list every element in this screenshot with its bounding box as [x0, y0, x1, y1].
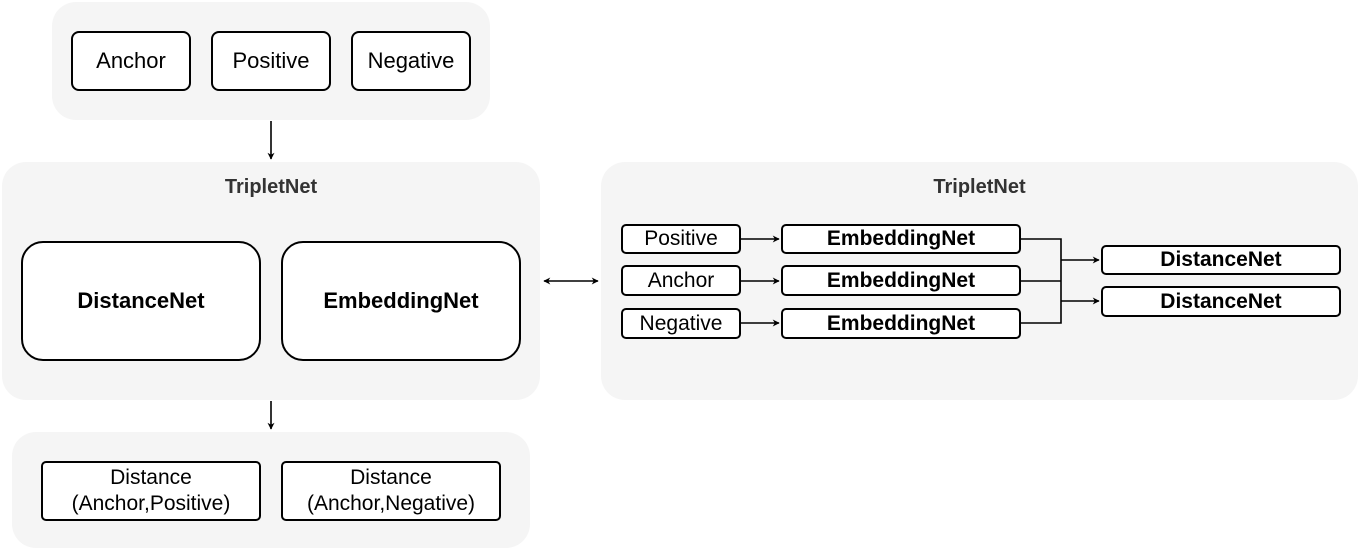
right-embedding-net-2-label: EmbeddingNet	[826, 268, 976, 292]
distance-net-label: DistanceNet	[77, 288, 205, 313]
right-distance-net-2-label: DistanceNet	[1160, 289, 1282, 313]
distance-pos-line2: (Anchor,Positive)	[71, 492, 231, 515]
right-distance-net-1-box: DistanceNet	[1101, 245, 1341, 275]
right-distance-net-1-label: DistanceNet	[1160, 248, 1282, 271]
embedding-net-box: EmbeddingNet	[281, 241, 521, 361]
wire-embedding-3-out	[1021, 281, 1062, 324]
right-distance-net-2-box: DistanceNet	[1101, 286, 1341, 317]
right-embedding-net-3-label: EmbeddingNet	[826, 311, 976, 335]
anchor-input-box: Anchor	[71, 31, 191, 91]
tripletnet-right-title: TripletNet	[933, 176, 1026, 198]
right-negative-box: Negative	[621, 308, 741, 339]
negative-input-box: Negative	[351, 31, 471, 91]
right-anchor-label: Anchor	[647, 268, 715, 292]
right-positive-box: Positive	[621, 224, 741, 254]
tripletnet-left-title: TripletNet	[224, 176, 318, 198]
distance-neg-line2: (Anchor,Negative)	[306, 492, 476, 515]
right-embedding-net-3-box: EmbeddingNet	[781, 308, 1021, 339]
anchor-input-label: Anchor	[96, 48, 166, 73]
right-positive-label: Positive	[644, 227, 718, 250]
negative-input-label: Negative	[367, 48, 455, 73]
distance-anchor-positive-box: Distance (Anchor,Positive)	[41, 461, 261, 521]
distance-pos-line1: Distance	[110, 466, 192, 489]
right-negative-label: Negative	[639, 311, 723, 335]
positive-input-box: Positive	[211, 31, 331, 91]
embedding-net-label: EmbeddingNet	[323, 288, 479, 313]
right-anchor-box: Anchor	[621, 265, 741, 296]
distance-neg-line1: Distance	[350, 466, 432, 489]
positive-input-label: Positive	[232, 48, 310, 73]
right-embedding-net-1-label: EmbeddingNet	[826, 227, 976, 250]
distance-anchor-negative-box: Distance (Anchor,Negative)	[281, 461, 501, 521]
distance-net-box: DistanceNet	[21, 241, 261, 361]
right-embedding-net-2-box: EmbeddingNet	[781, 265, 1021, 296]
wire-embedding-1-out	[1021, 238, 1062, 281]
right-embedding-net-1-box: EmbeddingNet	[781, 224, 1021, 254]
